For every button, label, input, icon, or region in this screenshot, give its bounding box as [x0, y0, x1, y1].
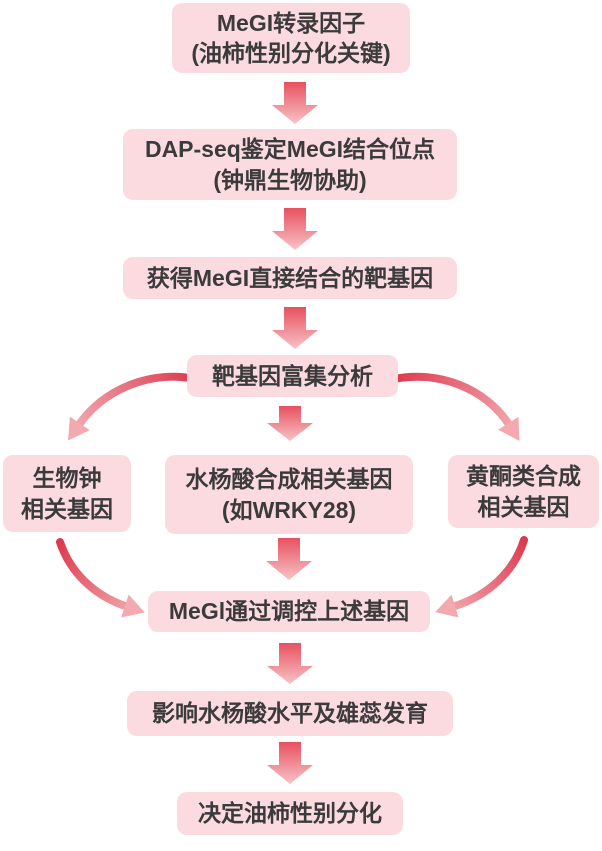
node-enrichment-analysis: 靶基因富集分析	[187, 355, 398, 397]
curved-arrow-branch-right-icon	[390, 372, 520, 441]
node-line: 靶基因富集分析	[212, 362, 373, 389]
arrow-down-icon	[266, 538, 312, 580]
curved-arrow-merge-right-icon	[435, 536, 528, 618]
node-sex-determination: 决定油柿性别分化	[177, 792, 403, 835]
node-line: 相关基因	[21, 495, 113, 522]
node-line: DAP-seq鉴定MeGI结合位点	[144, 136, 436, 163]
node-line: 影响水杨酸水平及雄蕊发育	[152, 700, 428, 727]
arrow-down-icon	[267, 742, 313, 784]
node-flavonoid-genes: 黄酮类合成 相关基因	[448, 455, 599, 528]
node-megi-transcription-factor: MeGI转录因子 (油柿性别分化关键)	[172, 3, 410, 73]
curved-arrow-branch-left-icon	[68, 372, 200, 441]
curved-arrow-merge-left-icon	[56, 538, 145, 618]
node-line: (油柿性别分化关键)	[191, 40, 391, 66]
node-line: 获得MeGI直接结合的靶基因	[146, 264, 434, 291]
node-megi-regulation: MeGl通过调控上述基因	[148, 591, 430, 632]
node-line: 水杨酸合成相关基因	[185, 466, 393, 493]
node-line: 相关基因	[477, 493, 570, 520]
node-line: 决定油柿性别分化	[198, 800, 382, 827]
node-line: 黄酮类合成	[466, 463, 581, 490]
node-dapseq-identification: DAP-seq鉴定MeGI结合位点 (钟鼎生物协助)	[123, 129, 457, 200]
node-line: (如WRKY28)	[221, 496, 357, 523]
node-line: 生物钟	[32, 465, 102, 492]
arrow-down-icon	[272, 82, 318, 124]
node-line: MeGI转录因子	[216, 9, 366, 36]
node-circadian-genes: 生物钟 相关基因	[3, 455, 131, 532]
node-sa-stamen-effect: 影响水杨酸水平及雄蕊发育	[127, 691, 453, 736]
node-line: (钟鼎生物协助)	[213, 166, 367, 193]
node-target-genes-obtained: 获得MeGI直接结合的靶基因	[123, 257, 457, 299]
arrow-down-icon	[272, 208, 318, 250]
arrow-down-icon	[267, 406, 313, 441]
node-salicylic-acid-genes: 水杨酸合成相关基因 (如WRKY28)	[165, 455, 413, 534]
arrow-down-icon	[267, 643, 313, 684]
node-line: MeGl通过调控上述基因	[168, 598, 410, 625]
arrow-down-icon	[272, 307, 318, 349]
